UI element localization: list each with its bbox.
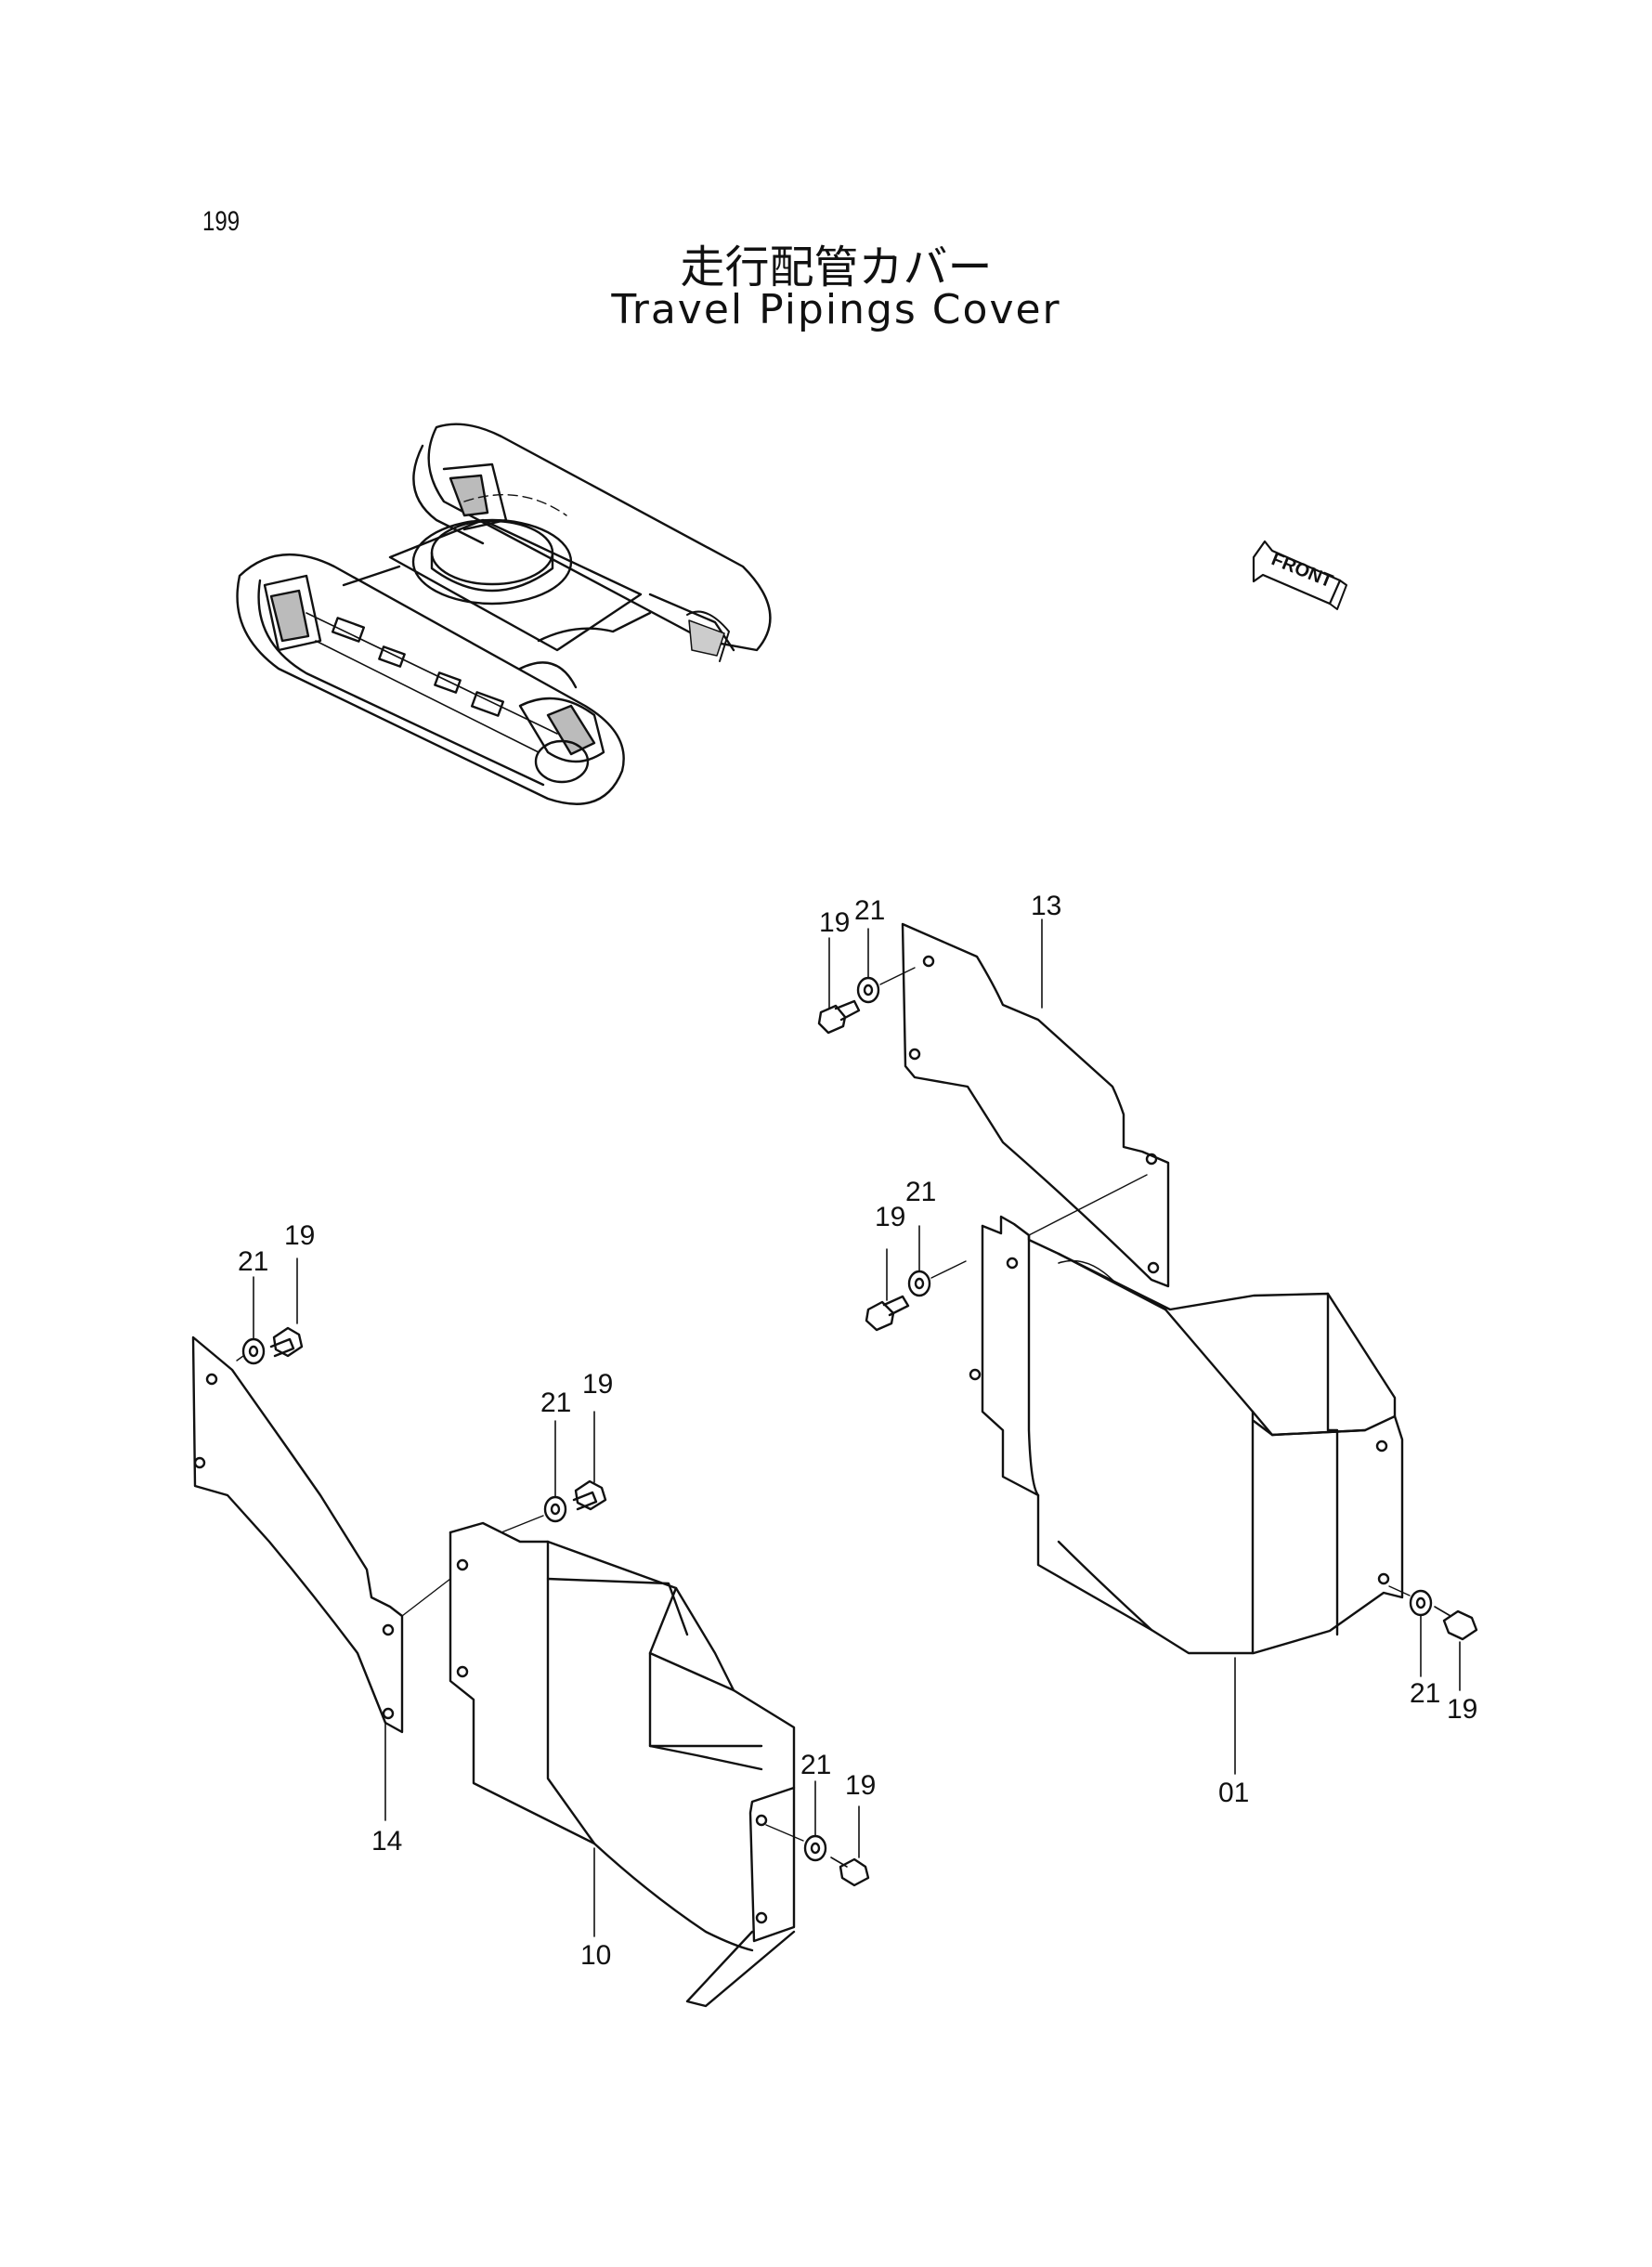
fastener-set-mid-right [865,1174,1148,1332]
callout-19: 19 [875,1202,905,1232]
callout-21: 21 [238,1246,268,1277]
callout-19: 19 [845,1770,876,1801]
front-arrow-label: FRONT [1268,549,1335,592]
fastener-set-bottom [765,1824,870,1887]
callout-21: 21 [854,895,885,926]
callout-labels: 13 19 21 19 21 21 19 01 21 19 21 19 14 1… [238,891,1477,1971]
callout-14: 14 [371,1826,402,1857]
callout-21: 21 [540,1388,571,1418]
callout-19: 19 [819,907,850,938]
fastener-set-lower-right [1388,1585,1478,1641]
front-arrow-icon: FRONT [1252,540,1347,610]
callout-21: 21 [1410,1678,1440,1709]
callout-19: 19 [582,1369,613,1400]
fastener-set-left [236,1326,304,1365]
leader-lines [253,919,1461,1937]
fastener-set-mid-left [401,1479,607,1617]
callout-19: 19 [284,1220,315,1251]
page-number: 199 [202,206,241,237]
callout-21: 21 [800,1750,831,1780]
callout-13: 13 [1031,891,1061,921]
callout-21: 21 [905,1177,936,1207]
title-english: Travel Pipings Cover [611,286,1061,333]
part-13-plate [901,922,1170,1288]
fastener-set-top [817,967,916,1035]
part-14-plate [191,1335,404,1734]
part-01-cover [969,1215,1404,1655]
part-10-cover [449,1521,796,2008]
callout-19: 19 [1447,1694,1477,1725]
undercarriage-overview-drawing [236,423,772,805]
title-japanese: 走行配管カバー [680,241,993,293]
callout-01: 01 [1218,1778,1249,1808]
callout-10: 10 [580,1940,611,1971]
